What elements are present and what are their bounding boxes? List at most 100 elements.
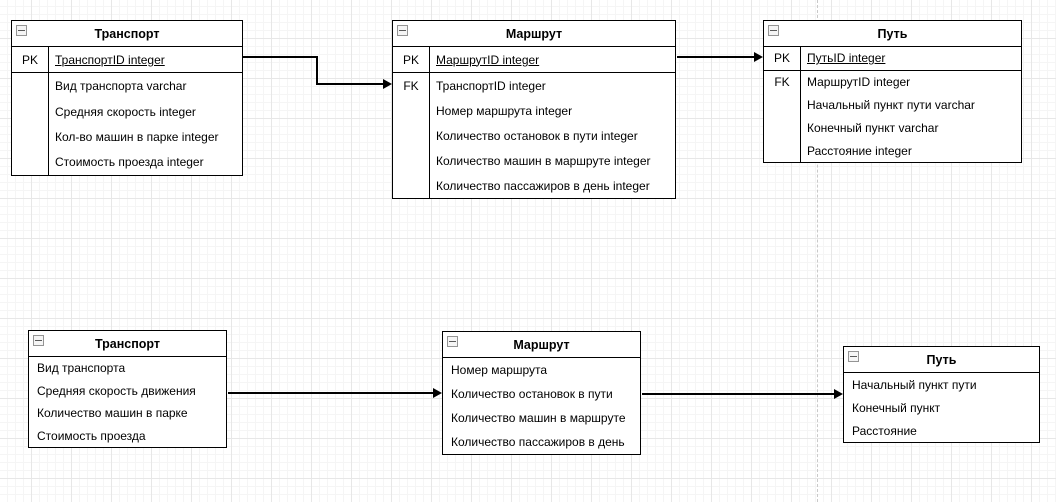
field-label: ПутьID integer [807, 51, 886, 66]
table-header: Маршрут [393, 21, 675, 47]
entity-table-put-physical[interactable]: Путь PK ПутьID integer FK МаршрутID inte… [763, 20, 1022, 163]
table-row[interactable]: Начальный пункт пути [844, 373, 1039, 396]
key-label: FK [403, 78, 419, 93]
table-header: Транспорт [12, 21, 242, 47]
entity-table-marshrut-physical[interactable]: Маршрут PK МаршрутID integer FK Транспор… [392, 20, 676, 199]
table-row[interactable]: Количество остановок в пути integer [393, 123, 675, 148]
collapse-icon[interactable] [848, 351, 859, 362]
table-title: Путь [877, 26, 908, 41]
field-label: Количество машин в маршруте [451, 411, 626, 425]
collapse-icon[interactable] [33, 335, 44, 346]
connector-segment[interactable] [316, 56, 318, 85]
table-row[interactable]: PK МаршрутID integer [393, 47, 675, 73]
entity-table-transport-logical[interactable]: Транспорт Вид транспорта Средняя скорост… [28, 330, 227, 448]
table-row[interactable]: PK ПутьID integer [764, 47, 1021, 71]
table-title: Путь [926, 352, 957, 367]
connector-segment[interactable] [228, 392, 434, 394]
key-column-divider [48, 47, 49, 175]
table-title: Транспорт [94, 336, 161, 351]
key-label: PK [21, 52, 38, 67]
table-row[interactable]: Начальный пункт пути varchar [764, 94, 1021, 117]
table-row[interactable]: Вид транспорта [29, 357, 226, 380]
field-label: Начальный пункт пути varchar [807, 97, 975, 112]
table-body: Номер маршрута Количество остановок в пу… [443, 358, 640, 454]
field-label: Количество пассажиров в день integer [436, 178, 650, 193]
field-label: Количество остановок в пути integer [436, 128, 638, 143]
table-header: Маршрут [443, 332, 640, 358]
table-title: Маршрут [505, 26, 563, 41]
collapse-icon[interactable] [16, 25, 27, 36]
entity-table-put-logical[interactable]: Путь Начальный пункт пути Конечный пункт… [843, 346, 1040, 443]
field-label: Вид транспорта [37, 361, 126, 376]
arrowhead-icon [754, 52, 763, 62]
table-row[interactable]: Средняя скорость integer [12, 99, 242, 124]
key-column-divider [429, 47, 430, 198]
field-label: Расстояние [852, 423, 917, 438]
table-row[interactable]: PK ТранспортID integer [12, 47, 242, 74]
field-label: Номер маршрута integer [436, 103, 573, 118]
table-header: Путь [844, 347, 1039, 373]
table-row[interactable]: Стоимость проезда [29, 425, 226, 448]
field-label: Конечный пункт [852, 400, 941, 415]
table-header: Путь [764, 21, 1021, 47]
table-header: Транспорт [29, 331, 226, 357]
connector-segment[interactable] [243, 56, 318, 58]
arrowhead-icon [433, 388, 442, 398]
table-row[interactable]: Номер маршрута [443, 358, 640, 382]
table-row[interactable]: Количество пассажиров в день [443, 430, 640, 454]
table-row[interactable]: Номер маршрута integer [393, 98, 675, 123]
table-row[interactable]: FK МаршрутID integer [764, 71, 1021, 94]
field-label: Конечный пункт varchar [807, 120, 939, 135]
key-label: PK [402, 52, 419, 67]
field-label: Количество пассажиров в день [451, 435, 625, 449]
arrowhead-icon [834, 389, 843, 399]
table-title: Маршрут [513, 337, 570, 352]
collapse-icon[interactable] [768, 25, 779, 36]
field-label: ТранспортID integer [55, 52, 165, 67]
field-label: Кол-во машин в парке integer [55, 129, 219, 144]
table-body: PK ТранспортID integer Вид транспорта va… [12, 47, 242, 175]
table-row[interactable]: Расстояние [844, 419, 1039, 442]
field-label: Средняя скорость движения [37, 383, 196, 398]
connector-segment[interactable] [677, 56, 755, 58]
field-label: Количество машин в парке [37, 406, 188, 421]
table-row[interactable]: Средняя скорость движения [29, 380, 226, 403]
table-row[interactable]: Стоимость проезда integer [12, 150, 242, 175]
entity-table-transport-physical[interactable]: Транспорт PK ТранспортID integer Вид тра… [11, 20, 243, 176]
field-label: Средняя скорость integer [55, 104, 196, 119]
table-row[interactable]: Конечный пункт varchar [764, 116, 1021, 139]
collapse-icon[interactable] [447, 336, 458, 347]
field-label: Стоимость проезда integer [55, 155, 204, 170]
key-label: FK [774, 75, 790, 90]
table-title: Транспорт [94, 26, 160, 41]
field-label: МаршрутID integer [807, 75, 911, 90]
table-body: Начальный пункт пути Конечный пункт Расс… [844, 373, 1039, 442]
table-row[interactable]: Конечный пункт [844, 396, 1039, 419]
field-label: ТранспортID integer [436, 78, 546, 93]
table-row[interactable]: Количество машин в маршруте integer [393, 148, 675, 173]
field-label: Номер маршрута [451, 363, 548, 377]
connector-segment[interactable] [316, 83, 384, 85]
connector-segment[interactable] [642, 393, 835, 395]
table-row[interactable]: Вид транспорта varchar [12, 73, 242, 98]
table-row[interactable]: FK ТранспортID integer [393, 73, 675, 98]
collapse-icon[interactable] [397, 25, 408, 36]
table-row[interactable]: Количество пассажиров в день integer [393, 173, 675, 198]
table-body: PK ПутьID integer FK МаршрутID integer Н… [764, 47, 1021, 162]
arrowhead-icon [383, 79, 392, 89]
table-row[interactable]: Количество остановок в пути [443, 382, 640, 406]
key-column-divider [800, 47, 801, 162]
field-label: Количество остановок в пути [451, 387, 613, 401]
field-label: Стоимость проезда [37, 428, 146, 443]
table-row[interactable]: Расстояние integer [764, 139, 1021, 162]
table-body: PK МаршрутID integer FK ТранспортID inte… [393, 47, 675, 198]
table-body: Вид транспорта Средняя скорость движения… [29, 357, 226, 447]
field-label: Начальный пункт пути [852, 377, 977, 392]
table-row[interactable]: Кол-во машин в парке integer [12, 124, 242, 149]
page-break-guide [817, 0, 818, 502]
field-label: Вид транспорта varchar [55, 79, 187, 94]
entity-table-marshrut-logical[interactable]: Маршрут Номер маршрута Количество остано… [442, 331, 641, 455]
table-row[interactable]: Количество машин в парке [29, 402, 226, 425]
table-row[interactable]: Количество машин в маршруте [443, 406, 640, 430]
